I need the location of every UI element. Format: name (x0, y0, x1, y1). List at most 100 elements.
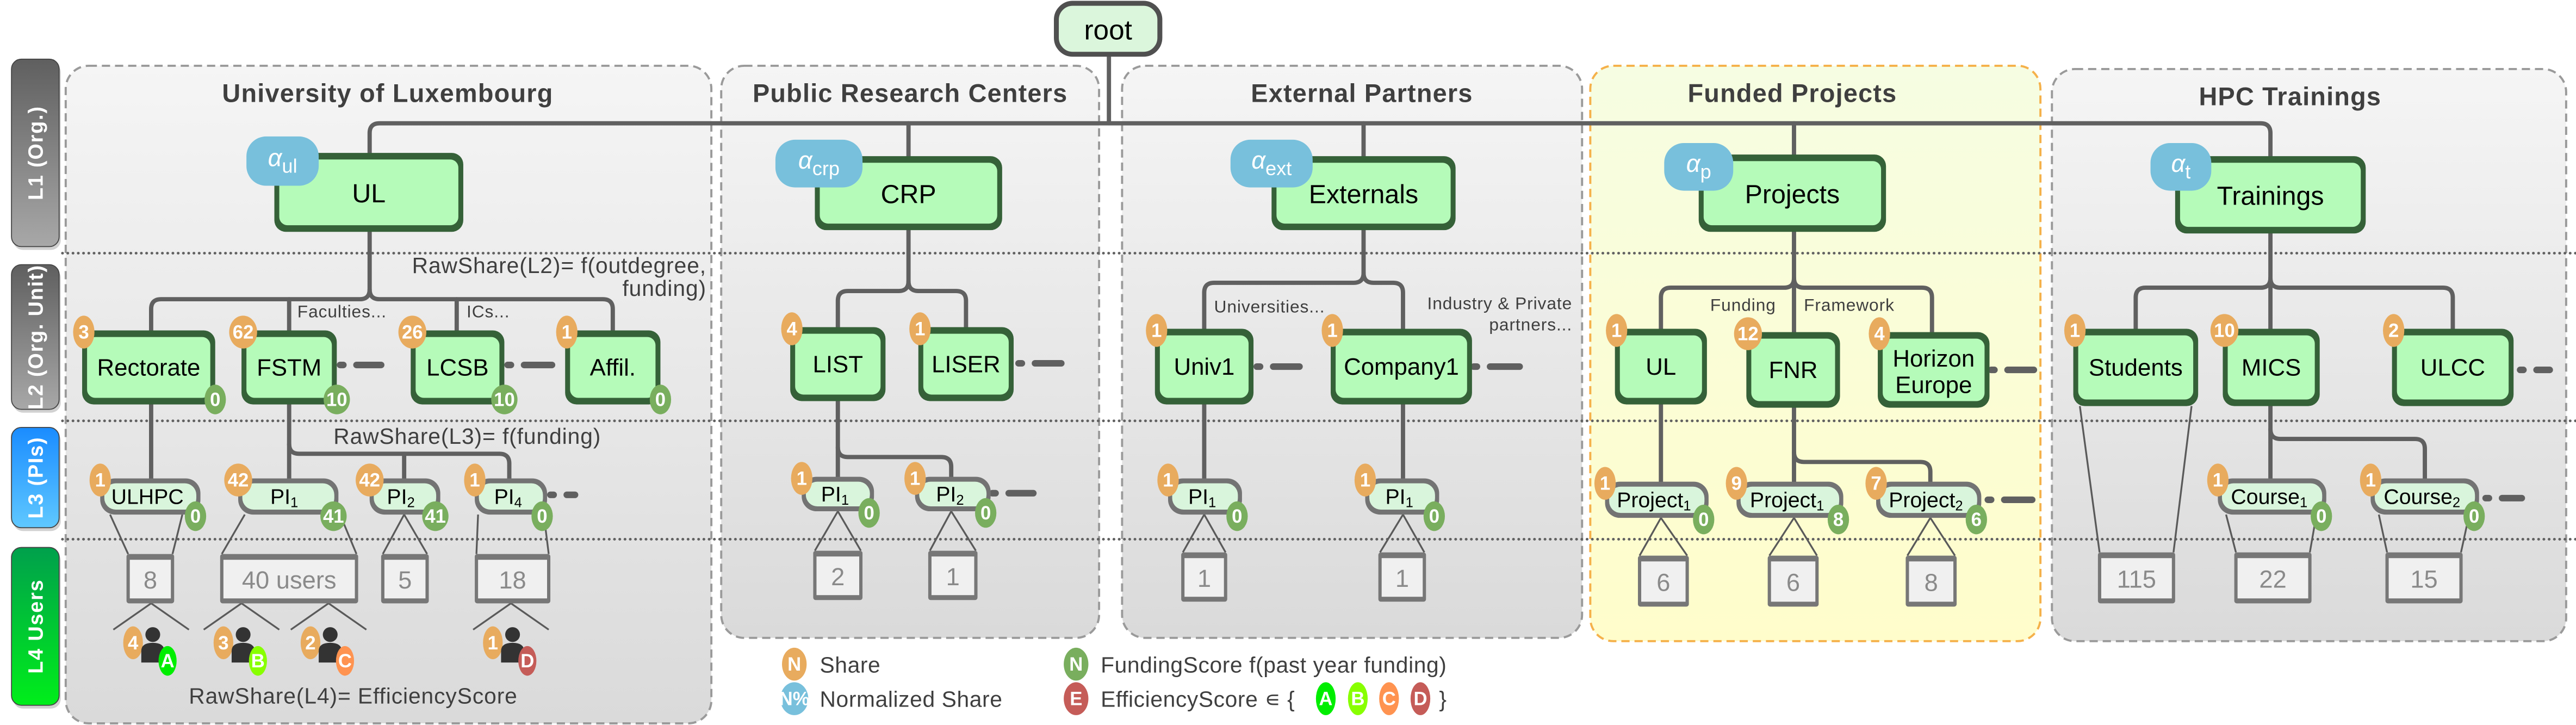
share-badge-shape (2360, 463, 2382, 497)
share-badge-shape (229, 315, 257, 349)
share-badge: 4 (781, 312, 803, 345)
l3-node-label: PI2 (936, 482, 964, 508)
funding-score-badge-shape (320, 501, 347, 531)
l3-node: PI1 1 0 (791, 462, 880, 528)
user-count: 18 (499, 566, 526, 594)
user-icon-body (141, 642, 165, 663)
efficiency-score-badge-value: A (161, 651, 175, 672)
funding-score-badge: 0 (974, 498, 997, 528)
alpha-subscript: crp (812, 157, 840, 179)
funding-score-badge: 10 (324, 385, 350, 414)
share-badge-value: 1 (1327, 321, 1337, 342)
l3-node-label: Project1 (1750, 488, 1824, 513)
legend-efficiency-score-icon-shape (1064, 682, 1089, 715)
l3-node-subscript: 1 (1208, 495, 1216, 510)
legend-share-icon-value: N (787, 654, 801, 675)
share-badge: 1 (791, 462, 812, 495)
user-box-fill (223, 560, 355, 599)
funding-score-badge-value: 0 (2469, 506, 2479, 527)
annotation-funding: Funding (1710, 295, 1776, 314)
funding-score-badge-value: 8 (1833, 510, 1843, 530)
funding-score-badge: 0 (1693, 504, 1715, 535)
l3-node-label: PI1 (821, 482, 849, 508)
legend-funding-score-icon-value: N (1069, 654, 1083, 675)
share-badge: 1 (1157, 463, 1179, 497)
normalized-share-symbol: αp (1686, 150, 1711, 183)
user-box-fill (931, 556, 974, 596)
share-badge-shape (464, 463, 486, 497)
node-fill (246, 337, 332, 398)
annotation-framework: Framework (1804, 295, 1895, 314)
l3-node-subscript: 2 (2453, 495, 2460, 510)
legend-grade-d: D (1410, 682, 1431, 715)
funding-score-badge: 0 (649, 385, 672, 414)
l2-node: Affil.10 (556, 315, 672, 414)
normalized-share-badge-shape (2150, 142, 2212, 191)
node-fill (2078, 335, 2194, 400)
funding-score-badge-shape (1965, 504, 1987, 535)
share-badge-value: 2 (2388, 321, 2399, 342)
legend-efficiency-score-icon: E (1064, 682, 1089, 715)
level-label-background (11, 58, 60, 247)
share-badge-value: 1 (1163, 470, 1173, 491)
l2-node-label: MICS (2242, 355, 2301, 381)
funding-score-badge: 0 (204, 385, 226, 414)
user-group-box: 115 (2097, 552, 2175, 604)
alpha-symbol: α (268, 144, 283, 171)
l1-node-label: UL (352, 179, 386, 208)
funding-score-badge: 41 (320, 501, 347, 531)
l2-node-label: Students (2089, 355, 2183, 381)
share-badge: 1 (1606, 314, 1628, 347)
share-badge-value: 1 (915, 319, 925, 340)
normalized-share-badge-shape (1230, 139, 1313, 188)
l3-node-subscript: 1 (1683, 499, 1691, 514)
user-group-edge (837, 511, 862, 552)
legend-grade-c-value: C (1382, 689, 1396, 710)
node-fill (1751, 338, 1835, 401)
funding-score-badge-shape (2463, 501, 2485, 531)
user-count: 5 (398, 566, 412, 594)
l3-node-subscript: 4 (514, 495, 522, 510)
share-badge-shape (1157, 463, 1179, 497)
node-fill (1172, 483, 1238, 510)
share-badge: 12 (1734, 317, 1762, 350)
user-icon (501, 627, 524, 663)
share-badge-value: 1 (488, 633, 498, 654)
user-group-edge (1182, 514, 1205, 553)
user-group-box: 5 (381, 554, 429, 604)
funding-score-badge: 0 (858, 498, 880, 528)
funding-score-badge-shape (2311, 501, 2332, 531)
l3-node-name: Course (2231, 485, 2300, 509)
user-count: 8 (144, 566, 157, 594)
l2-node-label: Horizon (1892, 345, 1975, 372)
share-badge-shape (356, 463, 384, 497)
l3-node-name: PI (270, 485, 290, 509)
node-fill (87, 337, 210, 398)
user-group-edge (1660, 517, 1688, 556)
funding-score-badge-shape (184, 501, 207, 531)
share-badge: 1 (1321, 314, 1343, 347)
normalized-share-badge: αp (1664, 142, 1734, 191)
panel-title: Public Research Centers (753, 79, 1067, 107)
node-fill (2374, 483, 2475, 510)
l1-node-label: CRP (881, 179, 936, 209)
l3-node-name: Project (1889, 488, 1955, 512)
efficiency-score-badge-value: C (338, 651, 352, 672)
share-badge: 9 (1725, 467, 1747, 500)
funding-score-badge-value: 0 (980, 503, 991, 524)
level-label-background (11, 426, 60, 529)
panel-edges (1638, 230, 1956, 556)
alpha-symbol: α (2171, 150, 2186, 177)
user-group-edge (929, 511, 952, 552)
share-badge-shape (1725, 467, 1747, 500)
funding-score-badge-shape (974, 498, 997, 528)
share-badge-shape (1869, 317, 1890, 350)
share-badge: 4 (123, 626, 143, 660)
legend-grade-a: A (1315, 682, 1336, 715)
share-badge-shape (1321, 314, 1343, 347)
